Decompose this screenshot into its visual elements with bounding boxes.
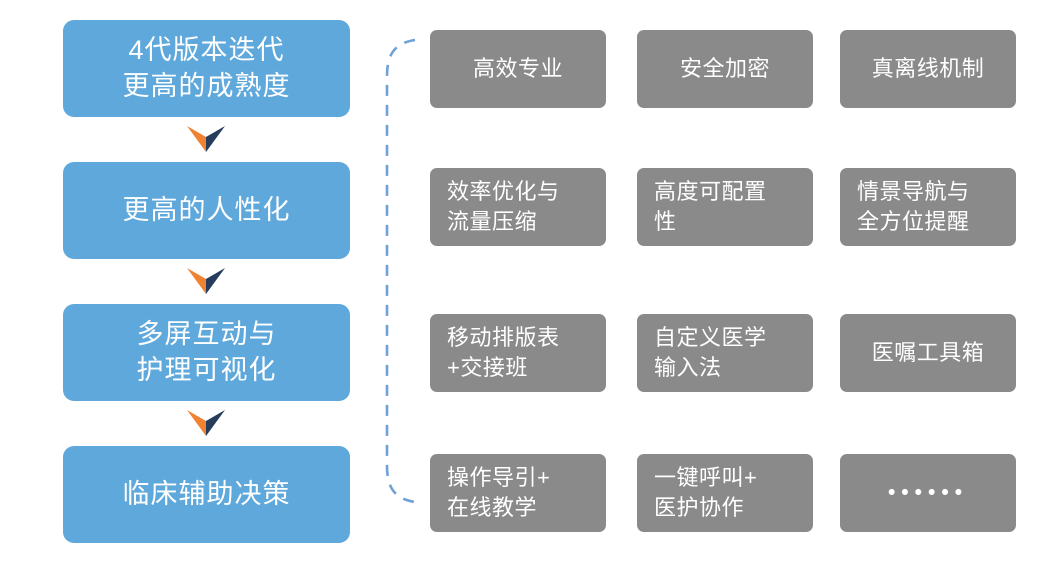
feature-cell-configurability: 高度可配置 性 <box>637 168 813 246</box>
feature-cell-secure-encryption: 安全加密 <box>637 30 813 108</box>
feature-cell-true-offline: 真离线机制 <box>840 30 1016 108</box>
feature-cell-context-navigation: 情景导航与 全方位提醒 <box>840 168 1016 246</box>
feature-cell-efficient-professional: 高效专业 <box>430 30 606 108</box>
flow-stage-multiscreen: 多屏互动与 护理可视化 <box>63 304 350 401</box>
feature-cell-mobile-schedule-handover: 移动排版表 +交接班 <box>430 314 606 392</box>
flow-stage-clinical-decision: 临床辅助决策 <box>63 446 350 543</box>
chevron-down-arrow-icon <box>187 268 225 294</box>
flow-stage-humanization: 更高的人性化 <box>63 162 350 259</box>
feature-cell-order-toolbox: 医嘱工具箱 <box>840 314 1016 392</box>
feature-cell-guide-online-teaching: 操作导引+ 在线教学 <box>430 454 606 532</box>
flow-stage-version-maturity: 4代版本迭代 更高的成熟度 <box>63 20 350 117</box>
feature-cell-custom-medical-ime: 自定义医学 输入法 <box>637 314 813 392</box>
feature-cell-onekey-call-collaboration: 一键呼叫+ 医护协作 <box>637 454 813 532</box>
chevron-down-arrow-icon <box>187 410 225 436</box>
feature-cell-more-ellipsis: •••••• <box>840 454 1016 532</box>
dashed-brace <box>385 38 416 504</box>
chevron-down-arrow-icon <box>187 126 225 152</box>
feature-cell-efficiency-compression: 效率优化与 流量压缩 <box>430 168 606 246</box>
